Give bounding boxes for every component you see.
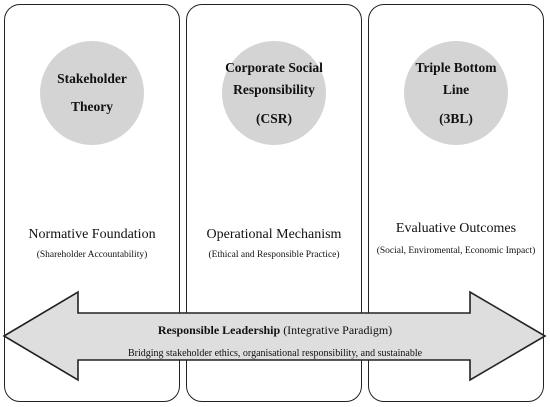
column-sublabel: (Social, Enviromental, Economic Impact) [376,246,536,256]
circle-csr: Corporate Social Responsibility (CSR) [222,41,326,145]
circle-abbreviation: (3BL) [439,111,473,126]
circle-triple-bottom-line: Triple Bottom Line (3BL) [404,41,508,145]
column-sublabel: (Ethical and Responsible Practice) [208,250,340,260]
circle-stakeholder-theory: Stakeholder Theory [40,41,144,145]
arrow-title: Responsible Leadership (Integrative Para… [60,323,490,338]
circle-abbreviation: (CSR) [256,111,292,126]
arrow-title-bold: Responsible Leadership [157,323,281,337]
circle-title: Stakeholder Theory [57,71,127,114]
column-sublabel: (Shareholder Accountability) [36,250,148,260]
column-label: Evaluative Outcomes [395,221,517,236]
column-label: Operational Mechanism [206,227,342,242]
arrow-title-rest: (Integrative Paradigm) [280,323,393,337]
arrow-subtitle: Bridging stakeholder ethics, organisatio… [127,348,423,359]
circle-title: Corporate Social Responsibility [225,60,323,97]
circle-title: Triple Bottom Line [415,60,497,97]
column-label: Normative Foundation [28,227,156,242]
arrow-shape [2,290,547,382]
